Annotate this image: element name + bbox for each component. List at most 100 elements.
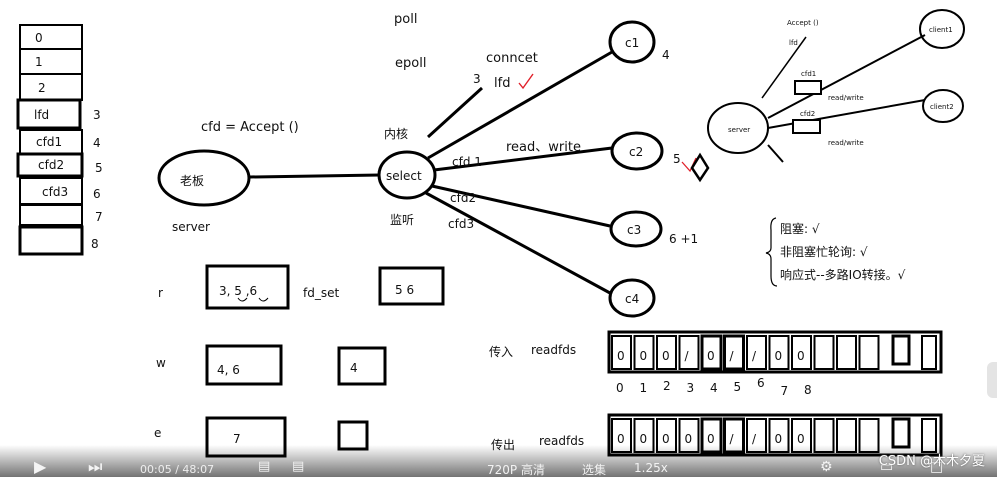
red-check-mark	[681, 157, 697, 173]
fd-cell-text: 2	[38, 81, 46, 95]
fd-cell-text: cfd1	[36, 135, 62, 149]
bitmap-index: 2	[663, 379, 671, 393]
mini-client2-label: client2	[930, 103, 954, 111]
client-c1-note: 4	[662, 48, 670, 62]
bitmap-in-label: 传入	[489, 344, 513, 359]
lfd-link-line	[426, 86, 484, 139]
fd-cell-text: cfd3	[42, 185, 68, 199]
client-c2-label: c2	[629, 145, 643, 159]
client-c3-label: c3	[627, 223, 641, 237]
bitmap-index: 5	[734, 380, 742, 394]
bitmap-cell	[836, 335, 857, 370]
conncet-label: conncet	[486, 51, 538, 66]
bitmap-bit: 0	[640, 432, 648, 446]
bitmap-cell	[611, 335, 632, 370]
fd-cell-lfd	[16, 98, 82, 130]
fd-number: 4	[93, 136, 101, 150]
fullscreen-icon[interactable]: □	[930, 459, 944, 475]
server-select-line	[249, 173, 381, 179]
set-w-box	[205, 344, 283, 386]
fd-cell-2	[19, 73, 83, 101]
cfd3-label: cfd3	[448, 217, 474, 231]
bitmap-cell	[891, 334, 911, 366]
quality-button[interactable]: 720P 高清	[487, 463, 545, 477]
bitmap-index: 7	[781, 384, 789, 398]
play-icon[interactable]: ▶	[34, 457, 47, 476]
fd-cell-7	[19, 204, 83, 226]
bitmap-cell	[678, 335, 700, 370]
episode-button[interactable]: 选集	[582, 463, 607, 477]
bitmap-bit: /	[730, 349, 735, 363]
select-node	[377, 150, 437, 200]
bitmap-cell	[633, 335, 655, 370]
bitmap-bit: 0	[617, 349, 625, 363]
bitmap-bit: 0	[797, 349, 805, 363]
set-e-label: e	[154, 426, 161, 440]
bitmap-in-name: readfds	[531, 343, 576, 357]
fd-number: 7	[95, 210, 103, 224]
bitmap-cell	[656, 335, 677, 370]
speed-button[interactable]: 1.25x	[634, 461, 668, 475]
client-c4-label: c4	[625, 292, 639, 306]
cursor-diamond-icon	[690, 152, 710, 183]
mini-lfd-line	[761, 36, 807, 99]
set-r-label: r	[158, 286, 163, 300]
bitmap-index: 4	[710, 381, 718, 395]
bitmap-bit: 0	[775, 432, 783, 446]
accept-call-label: cfd = Accept ()	[201, 120, 299, 135]
fd-number: 3	[93, 108, 101, 122]
next-icon[interactable]: ⏭	[88, 457, 103, 476]
fd-cell-0	[19, 24, 83, 50]
settings-icon[interactable]: ⚙	[820, 459, 833, 475]
set-w-label: w	[156, 356, 166, 370]
read-write-label: read、write	[506, 140, 581, 155]
set-r-marks	[237, 297, 269, 302]
side-handle[interactable]	[987, 362, 997, 398]
volume-icon[interactable]: ▭	[880, 459, 894, 475]
bitmap-cell	[891, 417, 911, 449]
bitmap-bit: 0	[707, 432, 715, 446]
server-caption: server	[172, 220, 210, 234]
mini-lfd-label: lfd	[789, 39, 798, 47]
bitmap-frame	[607, 330, 943, 374]
bitmap-cell	[858, 335, 880, 370]
bitmap-bit: 0	[797, 432, 805, 446]
bitmap-cell	[768, 335, 790, 370]
danmaku-icon[interactable]: ▤	[258, 459, 271, 474]
fd-cell-1	[19, 48, 83, 75]
mini-link-client1	[767, 34, 926, 119]
link-c3	[431, 184, 611, 228]
bitmap-cell	[700, 334, 723, 371]
lfd-number: 3	[473, 72, 481, 86]
client-c2-note: 5	[673, 152, 681, 166]
red-check-mark	[518, 73, 534, 90]
bitmap-cell	[723, 334, 745, 371]
bitmap-bit: 0	[707, 349, 715, 363]
mini-rw-label-2: read/write	[828, 139, 864, 147]
fd-cell-text: 1	[35, 55, 43, 69]
link-c4	[425, 191, 611, 295]
client-c1	[608, 20, 656, 64]
bitmap-out-name: readfds	[539, 434, 584, 448]
playback-time: 00:05 / 48:07	[140, 463, 215, 476]
server-node	[157, 149, 251, 207]
kernel-label: 内核	[384, 127, 408, 141]
mode-blocking: 阻塞: √	[780, 221, 820, 236]
csdn-watermark: CSDN @木木夕夏	[878, 454, 985, 469]
bitmap-bit: /	[685, 349, 690, 363]
select-node-label: select	[386, 169, 422, 183]
danmaku-settings-icon[interactable]: ▤	[292, 459, 305, 474]
mini-cfd2-box	[792, 119, 821, 134]
mini-diagram: Accept () lfd server cfd1 cfd2 read/writ…	[707, 9, 965, 163]
fd-number: 6	[93, 187, 101, 201]
mini-cfd1-label: cfd1	[801, 70, 816, 78]
fd-cell-text: 0	[35, 31, 43, 45]
client-c2	[610, 131, 664, 171]
mini-extra-line	[767, 144, 784, 163]
fd-number: 5	[95, 161, 103, 175]
cfd1-label: cfd 1	[452, 155, 482, 169]
bitmap-bit: 0	[662, 432, 670, 446]
bitmap-bit: /	[752, 349, 757, 363]
bitmap-cell	[921, 335, 937, 370]
